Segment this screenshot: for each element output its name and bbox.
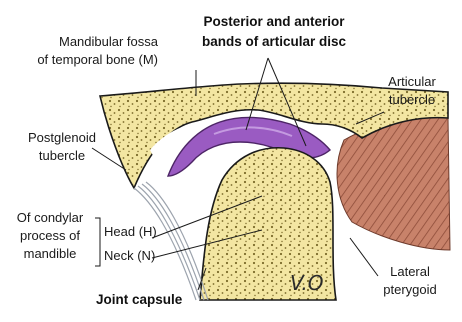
label-postglenoid-line1: Postglenoid xyxy=(28,130,96,145)
label-tubercle-line1: Articular xyxy=(388,74,436,89)
label-disc-line2: bands of articular disc xyxy=(202,34,347,49)
label-fossa-line2: of temporal bone (M) xyxy=(37,52,158,67)
label-joint-capsule: Joint capsule xyxy=(96,292,183,307)
label-neck: Neck (N) xyxy=(104,248,155,263)
label-condylar-line1: Of condylar xyxy=(17,210,84,225)
artist-signature: V.O xyxy=(290,271,324,295)
label-tubercle-line2: tubercle xyxy=(389,92,435,107)
joint-capsule xyxy=(134,182,208,300)
label-head: Head (H) xyxy=(104,224,157,239)
label-fossa-line1: Mandibular fossa xyxy=(59,34,159,49)
lateral-pterygoid-muscle xyxy=(337,116,450,250)
label-postglenoid-line2: tubercle xyxy=(39,148,85,163)
label-condylar-line3: mandible xyxy=(24,246,77,261)
label-condylar-line2: process of xyxy=(20,228,80,243)
label-pterygoid-line2: pterygoid xyxy=(383,282,436,297)
label-disc-line1: Posterior and anterior xyxy=(203,14,345,29)
label-pterygoid-line1: Lateral xyxy=(390,264,430,279)
